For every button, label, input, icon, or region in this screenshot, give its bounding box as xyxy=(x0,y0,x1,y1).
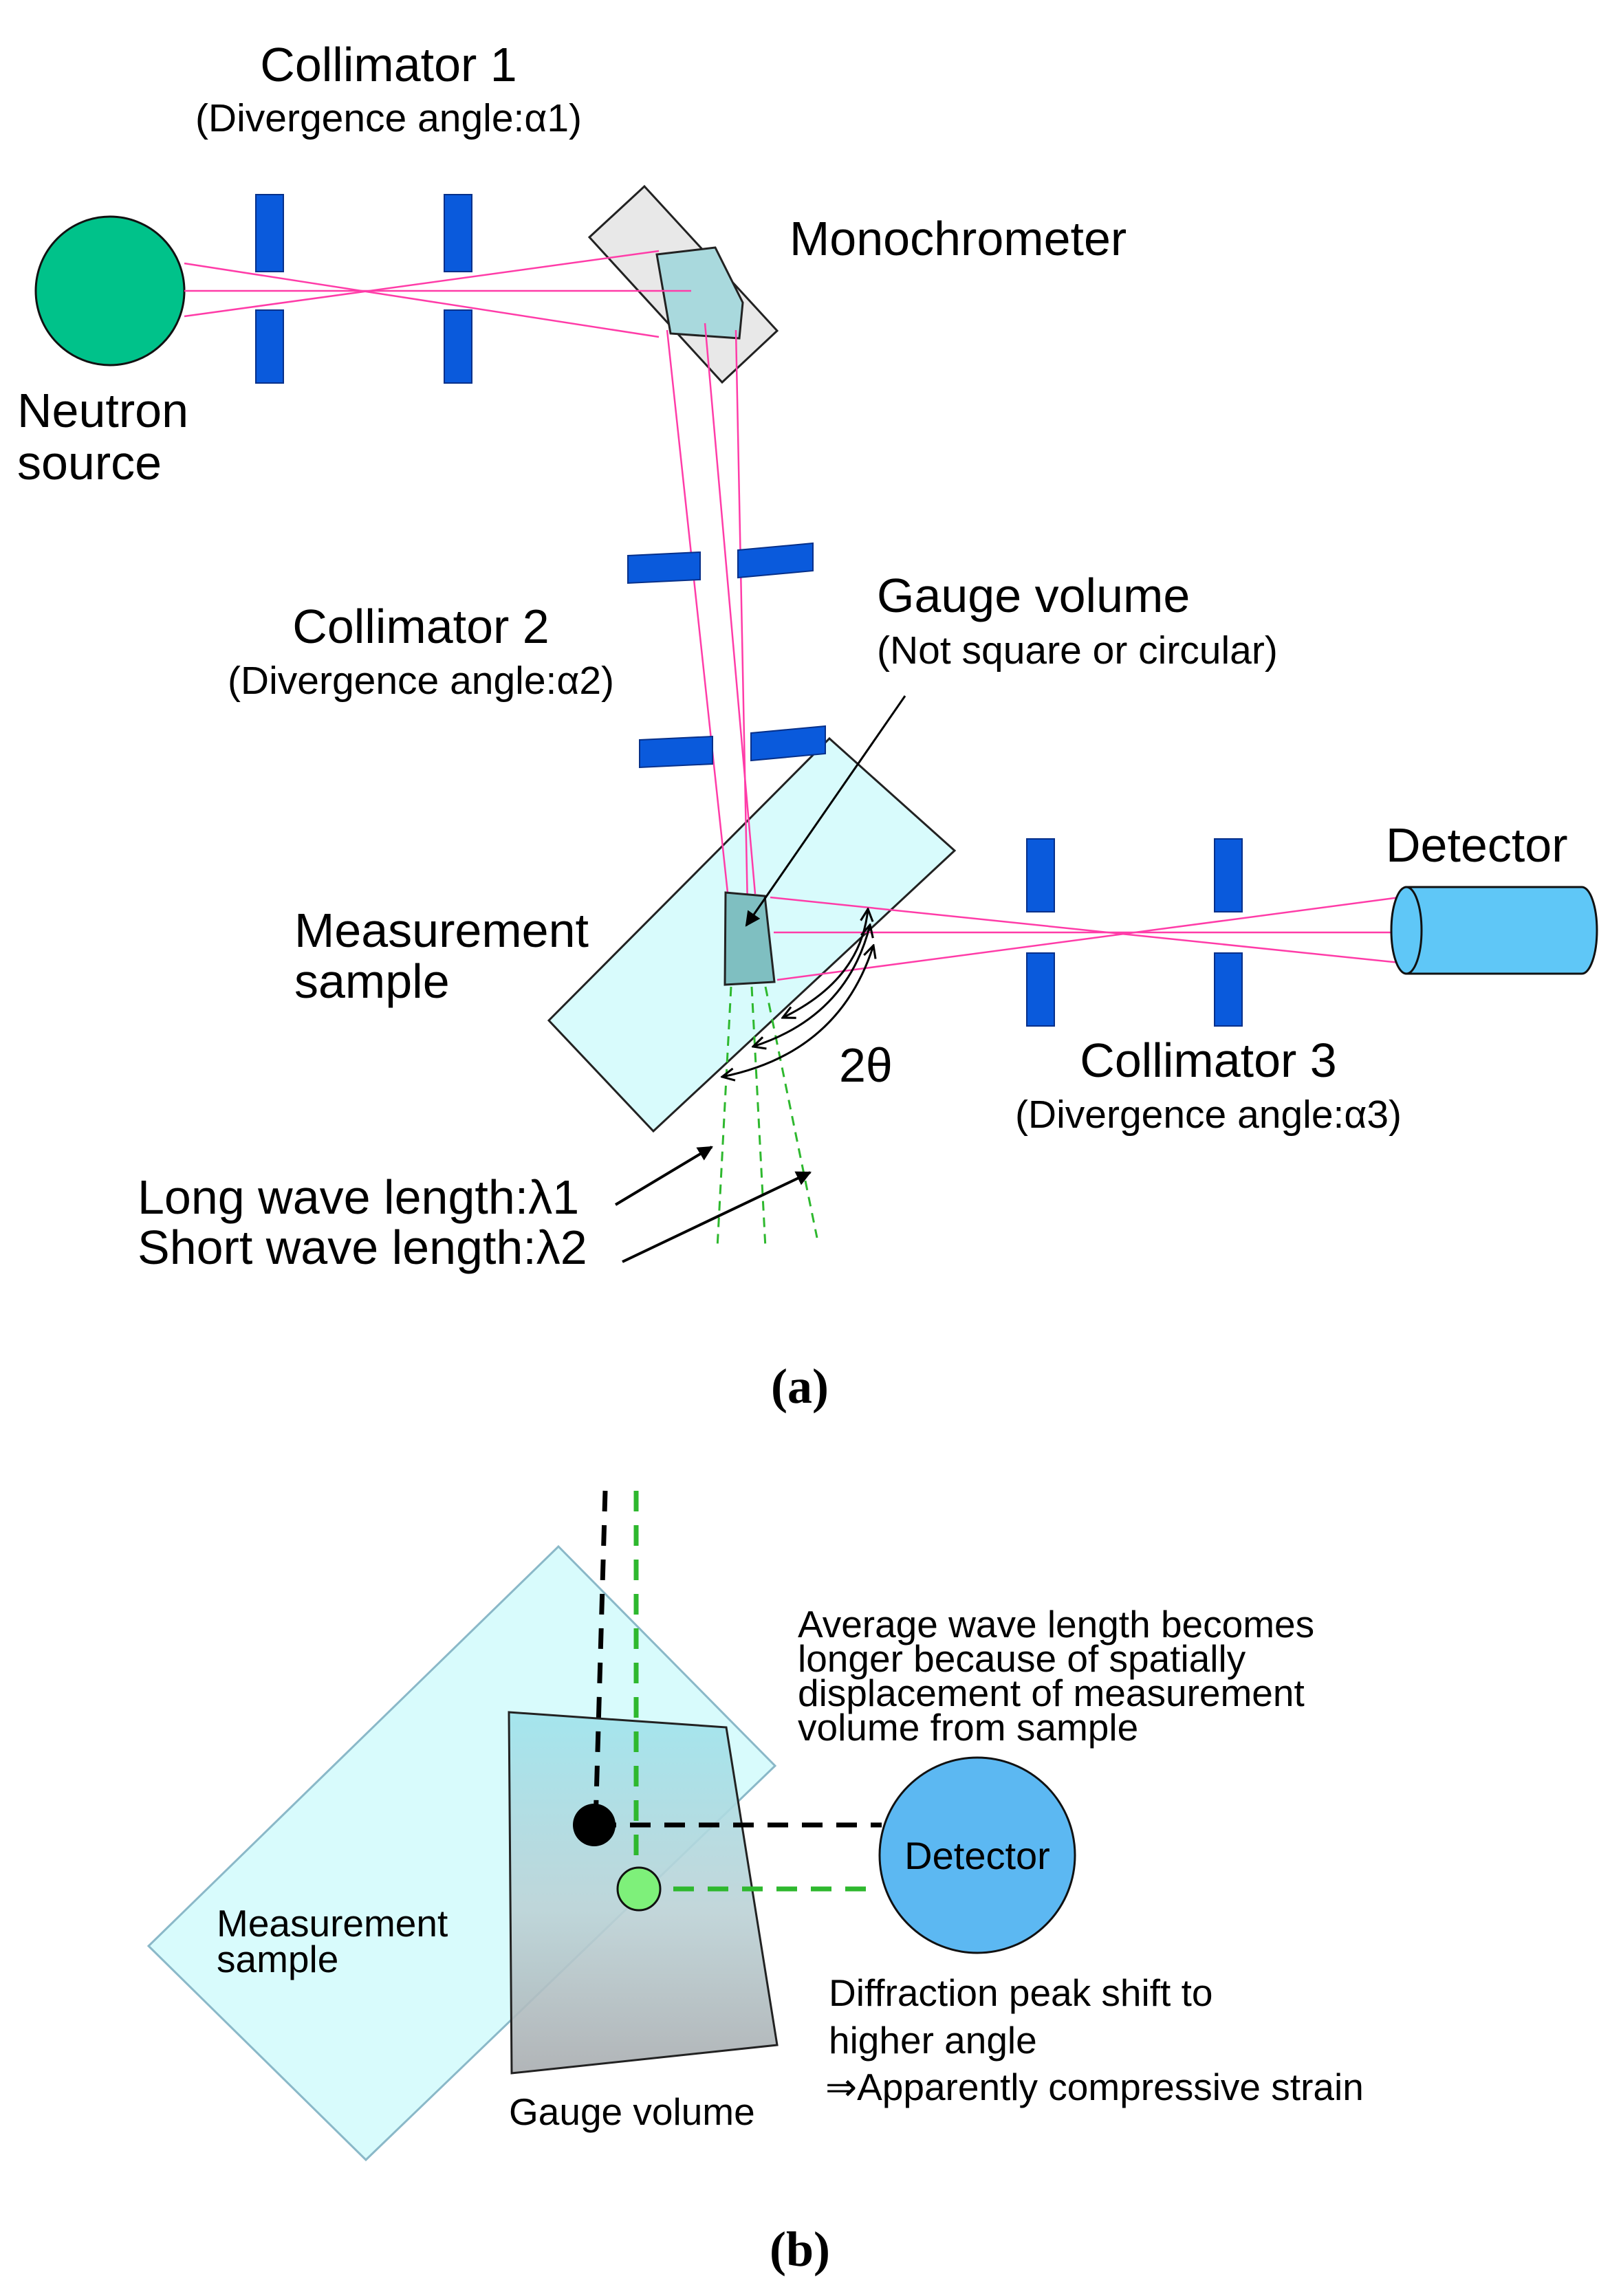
collimator1-title: Collimator 1 xyxy=(260,38,516,91)
collimator1-slit-1-top xyxy=(255,194,284,272)
collimator1-slit-2-top xyxy=(444,194,472,272)
black-dashed-incident xyxy=(593,1490,608,1823)
detector-label-b: Detector xyxy=(904,1834,1050,1877)
long-wavelength-label: Long wave length:λ1 xyxy=(138,1170,579,1224)
detector-label: Detector xyxy=(1386,818,1568,872)
two-theta-arcs xyxy=(722,909,873,1077)
detector-circle-b xyxy=(878,1756,1076,1954)
gauge-volume-pointer xyxy=(745,695,906,927)
note-line1: Average wave length becomes xyxy=(798,1603,1314,1646)
caption-b: (b) xyxy=(770,2222,830,2277)
collimator1-subtitle: (Divergence angle:α1) xyxy=(195,96,582,140)
collimator1-slit-2-bottom xyxy=(444,309,472,384)
monochrometer-crystal xyxy=(655,246,744,340)
measurement-sample-label-line1: Measurement xyxy=(294,904,589,957)
collimator2-slit-1-right xyxy=(737,542,814,579)
green-point xyxy=(616,1866,662,1912)
collimator2-slit-1-left xyxy=(627,551,701,584)
neutron-source-label-line2: source xyxy=(17,436,162,490)
collimator3-slit-2-top xyxy=(1214,838,1243,912)
monochrometer-label: Monochrometer xyxy=(790,212,1127,265)
short-wavelength-pointer xyxy=(622,1171,812,1263)
neutron-source-label-line1: Neutron xyxy=(17,384,188,437)
neutron-beams xyxy=(184,250,1400,981)
measurement-sample-label-b-line2: sample xyxy=(217,1938,338,1980)
panel-a: Collimator 1 (Divergence angle:α1) Monoc… xyxy=(17,38,1598,1414)
gauge-volume-label-b: Gauge volume xyxy=(509,2090,755,2133)
black-point xyxy=(573,1804,616,1846)
gauge-volume-title: Gauge volume xyxy=(877,569,1190,622)
two-theta-label: 2θ xyxy=(839,1038,893,1092)
result-line1: Diffraction peak shift to xyxy=(829,1971,1212,2014)
neutron-source-circle xyxy=(34,215,186,367)
collimator2-subtitle: (Divergence angle:α2) xyxy=(228,659,614,703)
short-wavelength-label: Short wave length:λ2 xyxy=(138,1221,587,1274)
dashed-paths xyxy=(593,1490,882,1892)
collimator2-title: Collimator 2 xyxy=(292,600,549,653)
collimator2-slit-2-left xyxy=(639,735,713,769)
note-line3: displacement of measurement xyxy=(798,1672,1305,1714)
note-line4: volume from sample xyxy=(798,1706,1138,1749)
note-line2: longer because of spatially xyxy=(798,1637,1246,1680)
gauge-volume-subtitle: (Not square or circular) xyxy=(877,628,1278,673)
transmitted-beams-dashed xyxy=(716,986,818,1249)
collimator3-slit-1-top xyxy=(1026,838,1055,912)
measurement-sample-label-b-line1: Measurement xyxy=(217,1902,448,1945)
collimator3-subtitle: (Divergence angle:α3) xyxy=(1015,1093,1402,1137)
collimator3-slit-1-bottom xyxy=(1026,952,1055,1027)
long-wavelength-pointer xyxy=(614,1146,713,1206)
collimator3-title: Collimator 3 xyxy=(1080,1034,1336,1087)
collimator2-slit-2-right xyxy=(750,725,826,762)
measurement-sample-box-b xyxy=(146,1544,777,2162)
collimator1-slit-1-bottom xyxy=(255,309,284,384)
caption-a: (a) xyxy=(771,1359,829,1414)
panel-b: Detector Average wave length becomes lon… xyxy=(146,1490,1364,2277)
measurement-sample-label-line2: sample xyxy=(294,954,450,1008)
detector-cylinder xyxy=(1390,886,1598,975)
result-line2: higher angle xyxy=(829,2019,1037,2062)
gauge-volume-shape xyxy=(724,891,776,986)
collimator3-slit-2-bottom xyxy=(1214,952,1243,1027)
result-line3: ⇒Apparently compressive strain xyxy=(825,2066,1364,2108)
